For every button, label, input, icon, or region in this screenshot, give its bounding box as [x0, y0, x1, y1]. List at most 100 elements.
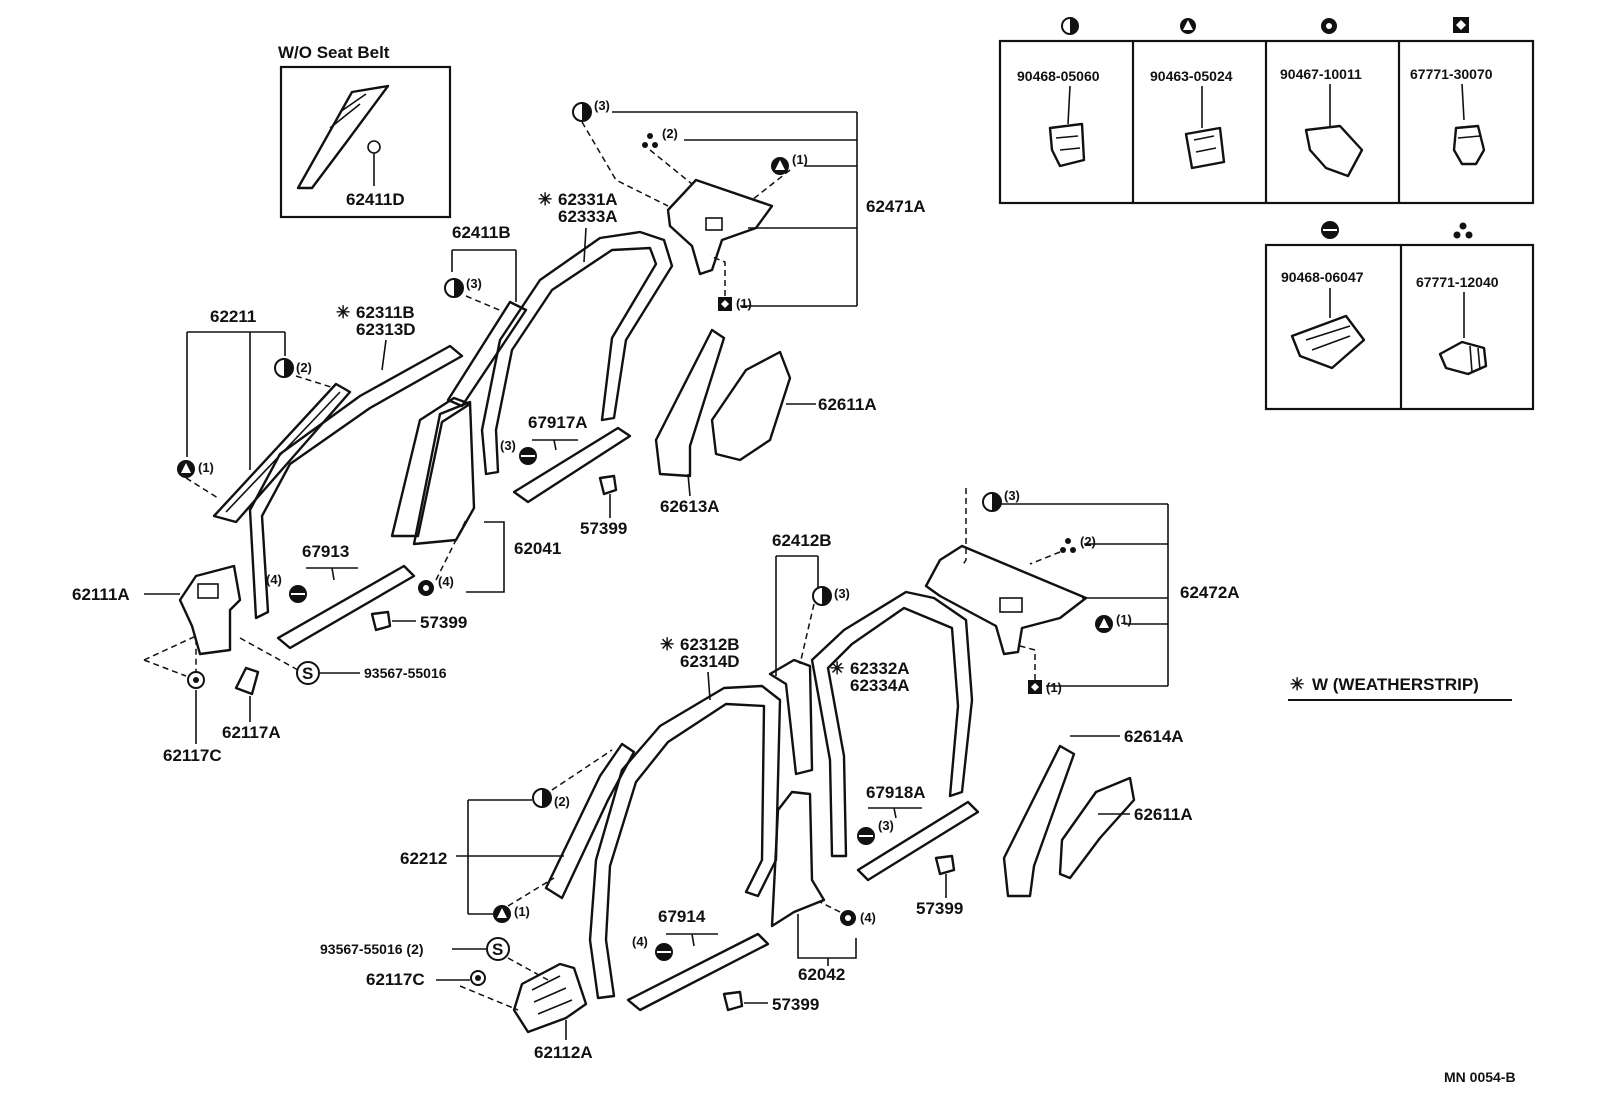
- svg-text:(1): (1): [792, 152, 808, 167]
- label-62117c-a: 62117C: [163, 746, 222, 765]
- part-57399-clip-a: [598, 474, 618, 496]
- legend-part-67771-12040: 67771-12040: [1416, 274, 1499, 290]
- legend-part-67771-30070: 67771-30070: [1410, 66, 1493, 82]
- svg-text:(2): (2): [296, 360, 312, 375]
- svg-text:S: S: [302, 664, 313, 683]
- filled-circle-icon: [519, 447, 537, 465]
- label-67914: 67914: [658, 907, 706, 926]
- svg-text:(3): (3): [1004, 488, 1020, 503]
- half-circle-icon: [274, 358, 294, 378]
- label-62611a-upper: 62611A: [818, 395, 877, 414]
- svg-text:(3): (3): [594, 98, 610, 113]
- clip-90468-05060-shape: [1048, 122, 1086, 168]
- legend-ring-clip-icon: [1321, 18, 1337, 34]
- svg-text:S: S: [492, 940, 503, 959]
- upper-assembly: 62211 ✳ 62311B 62313D 62411B ✳ 62331A 62…: [72, 111, 926, 765]
- label-62614a: 62614A: [1124, 727, 1184, 746]
- part-62117c-clip-a: [187, 671, 205, 689]
- part-62411b-upper: [446, 300, 528, 408]
- part-67914-scuff: [626, 932, 770, 1012]
- filled-circle-icon: [289, 585, 307, 603]
- label-62411b: 62411B: [452, 223, 511, 242]
- label-57399-b: 57399: [420, 613, 467, 632]
- part-62112a-cowl-side: [512, 962, 588, 1034]
- svg-text:(4): (4): [632, 934, 648, 949]
- clip-90467-10011-shape: [1304, 124, 1364, 178]
- part-62117c-clip-b: [470, 970, 486, 986]
- part-67917a-scuff: [512, 426, 632, 504]
- part-62611a-upper-panel: [710, 350, 792, 462]
- svg-text:(2): (2): [662, 126, 678, 141]
- inset-part-label: 62411D: [346, 190, 405, 209]
- label-62117c-b: 62117C: [366, 970, 425, 989]
- legend-square-diamond-icon: [1453, 17, 1469, 33]
- svg-text:(4): (4): [266, 572, 282, 587]
- svg-text:(3): (3): [466, 276, 482, 291]
- half-circle-icon: [982, 492, 1002, 512]
- part-62042-lower-trim: [770, 790, 826, 928]
- label-62412b: 62412B: [772, 531, 832, 550]
- svg-text:(2): (2): [554, 794, 570, 809]
- part-62614a-trim: [1002, 744, 1076, 898]
- triangle-circle-icon: [177, 460, 195, 478]
- part-62331a-weatherstrip: [480, 230, 674, 476]
- label-62334a: 62334A: [850, 676, 910, 695]
- ring-clip-icon: [840, 910, 856, 926]
- label-93567-55016-b: 93567-55016 (2): [320, 941, 424, 957]
- part-62211-garnish: [212, 382, 352, 524]
- label-67918a: 67918A: [866, 783, 926, 802]
- legend-part-90468-05060: 90468-05060: [1017, 68, 1100, 84]
- part-62041-upper-trim: [390, 396, 472, 538]
- square-diamond-icon: [1028, 680, 1042, 694]
- label-67917a: 67917A: [528, 413, 588, 432]
- label-62211: 62211: [210, 307, 256, 326]
- clip-90463-05024-shape: [1184, 126, 1226, 170]
- lower-assembly: 62472A 62412B ✳ 62332A 62334A ✳ 62312B 6…: [320, 503, 1240, 1062]
- label-62314d: 62314D: [680, 652, 740, 671]
- fastener-legend: 90468-05060 90463-05024 90467-10011 6777…: [998, 17, 1535, 411]
- screw-s-icon-b: S: [486, 937, 510, 961]
- label-62332a: 62332A: [850, 659, 910, 678]
- label-62613a: 62613A: [660, 497, 720, 516]
- square-diamond-icon: [718, 297, 732, 311]
- weatherstrip-note: ✳ W (WEATHERSTRIP): [1288, 675, 1512, 701]
- label-62313d: 62313D: [356, 320, 416, 339]
- svg-text:(3): (3): [500, 438, 516, 453]
- svg-text:(1): (1): [198, 460, 214, 475]
- triangle-circle-icon: [1095, 615, 1113, 633]
- label-62111a: 62111A: [72, 585, 130, 604]
- drawing-code: MN 0054-B: [1444, 1069, 1516, 1085]
- legend-part-90463-05024: 90463-05024: [1150, 68, 1233, 84]
- label-62471a: 62471A: [866, 197, 926, 216]
- clip-90468-06047-shape: [1290, 314, 1366, 370]
- part-62613a-trim: [654, 328, 726, 478]
- clip-67771-12040-shape: [1438, 340, 1488, 376]
- star-icon-4: ✳: [830, 659, 844, 678]
- part-62117a-clip: [234, 666, 260, 696]
- star-icon-1: ✳: [336, 303, 350, 322]
- part-62041-lower-trim: [412, 400, 476, 546]
- label-57399-d: 57399: [772, 995, 819, 1014]
- filled-circle-icon: [655, 943, 673, 961]
- part-57399-clip-c: [934, 854, 956, 876]
- svg-text:(1): (1): [514, 904, 530, 919]
- note-text: W (WEATHERSTRIP): [1312, 675, 1479, 694]
- label-62042: 62042: [798, 965, 845, 984]
- legend-part-90467-10011: 90467-10011: [1280, 66, 1362, 82]
- part-62471a-quarter-trim: [666, 178, 774, 276]
- label-67913: 67913: [302, 542, 349, 561]
- triangle-circle-icon: [771, 157, 789, 175]
- legend-three-dots-icon: [1453, 222, 1473, 239]
- label-62312b: 62312B: [680, 635, 740, 654]
- legend-half-circle-icon: [1061, 17, 1079, 35]
- label-62212: 62212: [400, 849, 447, 868]
- svg-text:(1): (1): [1116, 612, 1132, 627]
- svg-text:(3): (3): [834, 586, 850, 601]
- label-62611a-lower: 62611A: [1134, 805, 1193, 824]
- half-circle-icon: [444, 278, 464, 298]
- legend-filled-circle-icon: [1321, 221, 1339, 239]
- filled-circle-icon: [857, 827, 875, 845]
- label-93567-55016-a: 93567-55016: [364, 665, 447, 681]
- three-dots-icon: [1060, 538, 1076, 553]
- label-62472a: 62472A: [1180, 583, 1240, 602]
